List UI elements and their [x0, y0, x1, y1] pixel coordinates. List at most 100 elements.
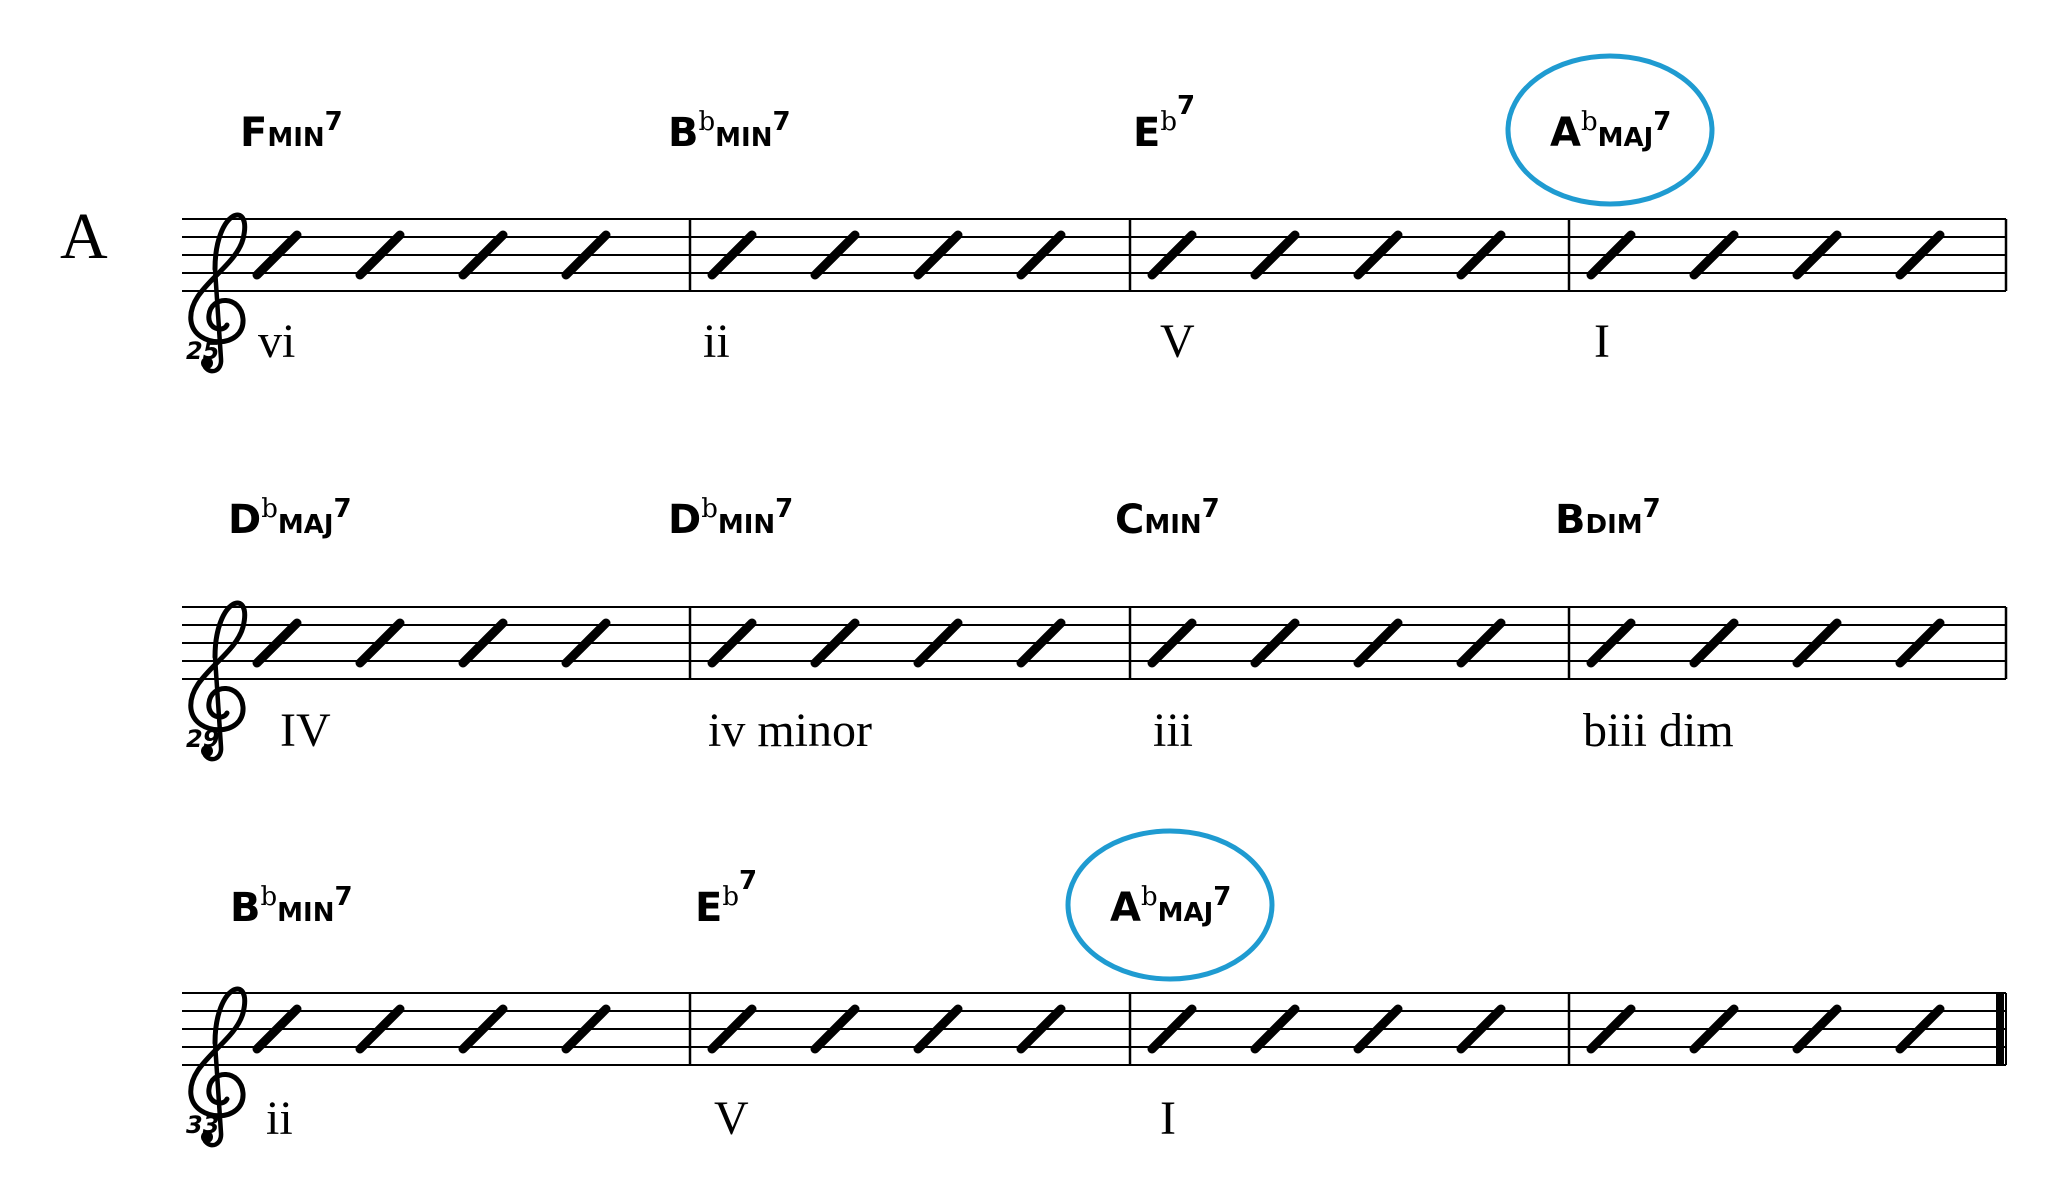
slash-beat-mark — [1895, 230, 1945, 280]
chord-extension: 7 — [775, 494, 793, 524]
section-label: A — [60, 200, 108, 273]
slash-beat-mark — [1147, 230, 1197, 280]
slash-beat-mark — [1353, 1004, 1403, 1054]
chord-root: B — [1555, 497, 1586, 543]
chord-quality: DIM — [1586, 510, 1643, 540]
chord-symbol: Eb7 — [695, 866, 757, 931]
slash-beat-mark — [1792, 1004, 1842, 1054]
slash-beat-mark — [913, 618, 963, 668]
chord-root: E — [695, 885, 722, 931]
measure-number: 29 — [186, 725, 219, 753]
chord-root: F — [240, 110, 267, 156]
chord-root: B — [230, 885, 261, 931]
chord-extension: 7 — [1202, 494, 1220, 524]
chord-quality: MIN — [715, 123, 772, 153]
chord-quality: MAJ — [278, 510, 334, 540]
slash-beat-mark — [1016, 1004, 1066, 1054]
slash-beat-mark — [1689, 230, 1739, 280]
slash-beat-mark — [355, 1004, 405, 1054]
roman-numeral: IV — [280, 704, 331, 757]
roman-numeral: iv minor — [708, 704, 872, 757]
slash-beat-mark — [458, 230, 508, 280]
roman-numeral: ii — [703, 315, 730, 368]
slash-beat-mark — [1689, 618, 1739, 668]
roman-numeral: I — [1160, 1092, 1176, 1145]
slash-beat-mark — [561, 230, 611, 280]
slash-beat-mark — [1016, 230, 1066, 280]
slash-beat-mark — [355, 618, 405, 668]
slash-beat-mark — [1895, 618, 1945, 668]
slash-beat-mark — [810, 230, 860, 280]
chord-symbol: CMIN7 — [1115, 494, 1220, 543]
slash-beat-mark — [1250, 230, 1300, 280]
chord-extension: 7 — [1177, 91, 1195, 121]
chord-symbol: AbMAJ7 — [1110, 882, 1231, 931]
flat-accidental: b — [699, 107, 716, 137]
chord-symbol: DbMAJ7 — [228, 494, 352, 543]
flat-accidental: b — [701, 494, 718, 524]
slash-beat-mark — [1586, 230, 1636, 280]
highlight-circle — [1065, 828, 1275, 982]
slash-beat-mark — [1016, 618, 1066, 668]
chord-root: A — [1110, 885, 1141, 931]
slash-beat-mark — [1456, 1004, 1506, 1054]
chord-extension: 7 — [334, 494, 352, 524]
chord-extension: 7 — [334, 882, 352, 912]
slash-beat-mark — [458, 618, 508, 668]
slash-beat-mark — [1250, 618, 1300, 668]
slash-beat-mark — [1792, 618, 1842, 668]
slash-beat-mark — [1147, 618, 1197, 668]
chord-extension: 7 — [1213, 882, 1231, 912]
flat-accidental: b — [261, 882, 278, 912]
final-barline — [1996, 993, 2004, 1065]
slash-beat-mark — [458, 1004, 508, 1054]
slash-beat-mark — [1353, 230, 1403, 280]
chord-quality: MIN — [1144, 510, 1201, 540]
chord-root: B — [668, 110, 699, 156]
flat-accidental: b — [261, 494, 278, 524]
roman-numeral: iii — [1153, 704, 1193, 757]
chord-quality: MIN — [267, 123, 324, 153]
slash-beat-mark — [252, 230, 302, 280]
slash-beat-mark — [810, 1004, 860, 1054]
chord-root: D — [228, 497, 261, 543]
slash-beat-mark — [1456, 618, 1506, 668]
slash-beat-mark — [1586, 618, 1636, 668]
slash-beat-mark — [913, 230, 963, 280]
measure-number: 25 — [186, 337, 219, 365]
slash-beat-mark — [1456, 230, 1506, 280]
slash-beat-mark — [913, 1004, 963, 1054]
roman-numeral: V — [1160, 315, 1195, 368]
slash-beat-mark — [1792, 230, 1842, 280]
chord-extension: 7 — [772, 107, 790, 137]
roman-numeral: V — [714, 1092, 749, 1145]
chord-symbol: BDIM7 — [1555, 494, 1661, 543]
slash-beat-mark — [252, 1004, 302, 1054]
slash-beat-mark — [707, 1004, 757, 1054]
slash-beat-mark — [561, 1004, 611, 1054]
highlight-circle — [1505, 53, 1715, 207]
chord-extension: 7 — [1653, 107, 1671, 137]
chord-extension: 7 — [739, 866, 757, 896]
slash-beat-mark — [355, 230, 405, 280]
roman-numeral: ii — [266, 1092, 293, 1145]
flat-accidental: b — [1141, 882, 1158, 912]
chord-quality: MIN — [718, 510, 775, 540]
chord-symbol: DbMIN7 — [668, 494, 793, 543]
roman-numeral: vi — [258, 315, 295, 368]
slash-beat-mark — [252, 618, 302, 668]
chord-extension: 7 — [325, 107, 343, 137]
slash-beat-mark — [707, 230, 757, 280]
chord-symbol: BbMIN7 — [230, 882, 353, 931]
chord-quality: MIN — [277, 898, 334, 928]
roman-numeral: I — [1594, 315, 1610, 368]
chord-symbol: AbMAJ7 — [1550, 107, 1671, 156]
chord-symbol: BbMIN7 — [668, 107, 791, 156]
chord-quality: MAJ — [1158, 898, 1214, 928]
slash-beat-mark — [707, 618, 757, 668]
measure-number: 33 — [186, 1111, 219, 1139]
slash-beat-mark — [1353, 618, 1403, 668]
